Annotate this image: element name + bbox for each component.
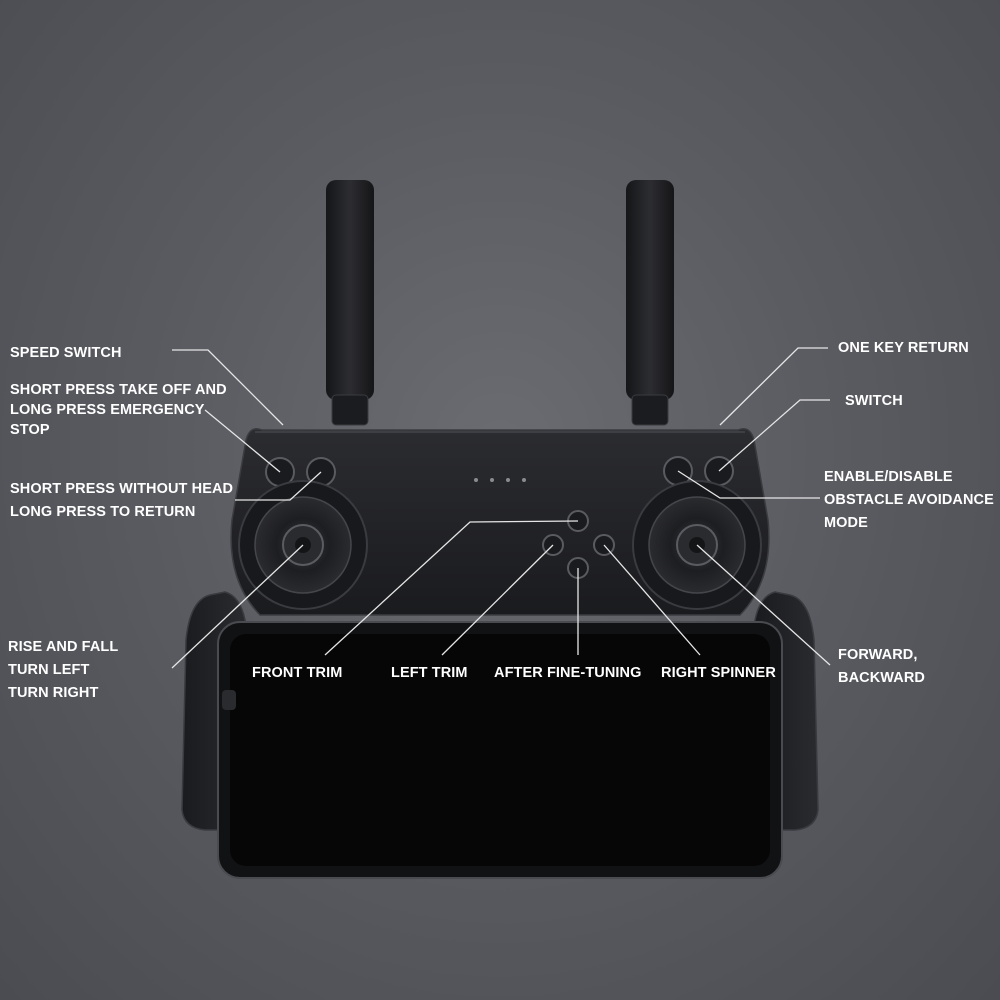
left-trim-label: LEFT TRIM <box>391 665 468 681</box>
takeoff-label: SHORT PRESS TAKE OFF AND LONG PRESS EMER… <box>10 382 227 438</box>
leader-lines <box>171 347 831 669</box>
left-antenna <box>326 180 374 426</box>
speed-switch-label: SPEED SWITCH <box>10 345 122 361</box>
right-spinner-label: RIGHT SPINNER <box>661 665 776 681</box>
obstacle-label: ENABLE/DISABLE OBSTACLE AVOIDANCE MODE <box>824 469 994 531</box>
front-trim-label: FRONT TRIM <box>252 665 343 681</box>
indicator-dots <box>474 478 526 482</box>
one-key-return-label: ONE KEY RETURN <box>838 340 969 356</box>
rise-fall-label: RISE AND FALL TURN LEFT TURN RIGHT <box>8 639 119 701</box>
headless-label: SHORT PRESS WITHOUT HEAD LONG PRESS TO R… <box>10 481 234 520</box>
forward-backward-label: FORWARD, BACKWARD <box>838 647 925 686</box>
switch-label: SWITCH <box>845 393 903 409</box>
phone-screen <box>217 621 783 879</box>
right-antenna <box>626 180 674 426</box>
after-fine-tuning-label: AFTER FINE-TUNING <box>494 665 642 681</box>
